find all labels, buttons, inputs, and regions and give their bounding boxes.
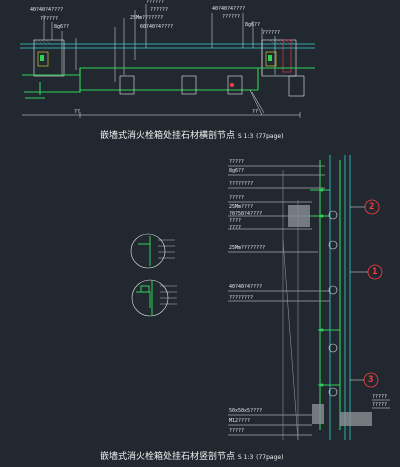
- detail-callout-number: 1: [372, 267, 378, 277]
- side-label-4: ?????: [229, 195, 245, 201]
- top-label-4: ??????: [146, 0, 165, 5]
- top-label-2: ??????: [40, 16, 59, 22]
- top-dimension-1: ??: [74, 109, 81, 115]
- side-label-14: ?????: [229, 428, 245, 434]
- side-section-title: 嵌墙式消火栓箱处挂石材竖剖节点 S 1:3 (77page): [100, 452, 284, 462]
- top-label-6: 25Mm???????: [130, 15, 164, 21]
- side-label-13: M12????: [229, 418, 251, 424]
- top-label-9: ??????: [222, 14, 241, 20]
- side-label-9: 25Mm????????: [229, 245, 266, 251]
- top-label-3: 8g6??: [54, 24, 70, 30]
- top-section-title: 嵌墙式消火栓箱处挂石材横剖节点 S 1:3 (77page): [100, 131, 284, 141]
- top-label-10: 8g6??: [245, 22, 261, 28]
- side-label-8: ????: [229, 225, 242, 231]
- top-label-11: ??????: [262, 30, 281, 36]
- side-section-drawing: [228, 155, 390, 441]
- side-label-1: ?????: [229, 159, 245, 165]
- top-label-8: 40?40?4????: [212, 6, 246, 12]
- top-label-1: 40?40?4????: [30, 7, 64, 13]
- top-section-drawing: [20, 4, 315, 118]
- side-label-12: 50x50x5????: [229, 408, 263, 414]
- side-right-label-1: ?????: [372, 394, 388, 400]
- top-label-7: 60?40?4????: [140, 24, 174, 30]
- side-label-5: 25Mm????: [229, 204, 254, 210]
- side-right-label-2: ?????: [372, 402, 388, 408]
- side-label-2: 8g6??: [229, 168, 245, 174]
- detail-callout-number: 3: [368, 375, 374, 385]
- side-label-11: ????????: [229, 295, 254, 301]
- side-label-3: ????????: [229, 181, 254, 187]
- detail-circles: [130, 233, 177, 317]
- side-label-10: 40?40?4????: [229, 284, 263, 290]
- top-label-5: ??????: [150, 7, 169, 13]
- side-label-6: ?0?50?4????: [229, 211, 263, 217]
- side-label-7: ????: [229, 218, 242, 224]
- detail-callout-number: 2: [369, 202, 375, 212]
- top-dimension-2: ??: [252, 109, 259, 115]
